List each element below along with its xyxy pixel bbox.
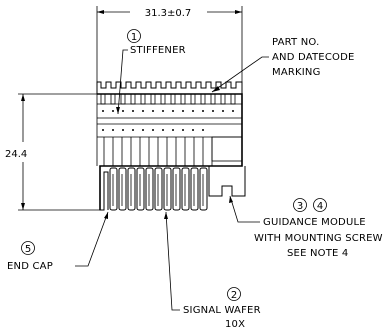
- height-dimension: 24.4: [5, 93, 100, 211]
- end-cap-number: 5: [25, 244, 31, 255]
- height-dimension-label: 24.4: [5, 149, 27, 160]
- guidance-line2: WITH MOUNTING SCREW: [254, 233, 383, 244]
- guidance-line1: GUIDANCE MODULE: [263, 217, 366, 228]
- signal-wafers: [99, 166, 208, 211]
- lower-ribs: [103, 137, 213, 166]
- width-dimension: 31.3±0.7: [96, 6, 243, 92]
- callout-part-number: PART NO. AND DATECODE MARKING: [211, 37, 355, 93]
- guidance-module-outline: [208, 166, 246, 197]
- signal-wafer-number: 2: [231, 290, 237, 301]
- callout-guidance-module: 3 4 GUIDANCE MODULE WITH MOUNTING SCREW …: [229, 195, 383, 259]
- part-no-line3: MARKING: [272, 67, 321, 78]
- stiffener-number: 1: [131, 32, 137, 43]
- callout-stiffener: 1 STIFFENER: [116, 29, 186, 115]
- guidance-number-b: 4: [317, 201, 323, 212]
- part-no-line2: AND DATECODE: [272, 52, 355, 63]
- end-cap-label: END CAP: [7, 261, 53, 272]
- width-dimension-label: 31.3±0.7: [145, 8, 192, 19]
- guidance-line3: SEE NOTE 4: [287, 248, 348, 259]
- guidance-number-a: 3: [297, 201, 303, 212]
- part-no-line1: PART NO.: [272, 37, 319, 48]
- stiffener-label: STIFFENER: [130, 45, 186, 56]
- callout-end-cap: 5 END CAP: [7, 211, 109, 272]
- contact-dots-row-2: [102, 129, 204, 131]
- signal-wafer-line1: SIGNAL WAFER: [183, 305, 261, 316]
- contact-dots-row-1: [102, 110, 234, 112]
- guidance-block: [211, 136, 243, 162]
- upper-slots: [100, 93, 236, 105]
- callout-signal-wafer: 2 SIGNAL WAFER 10X: [164, 211, 261, 330]
- signal-wafer-line2: 10X: [225, 319, 245, 330]
